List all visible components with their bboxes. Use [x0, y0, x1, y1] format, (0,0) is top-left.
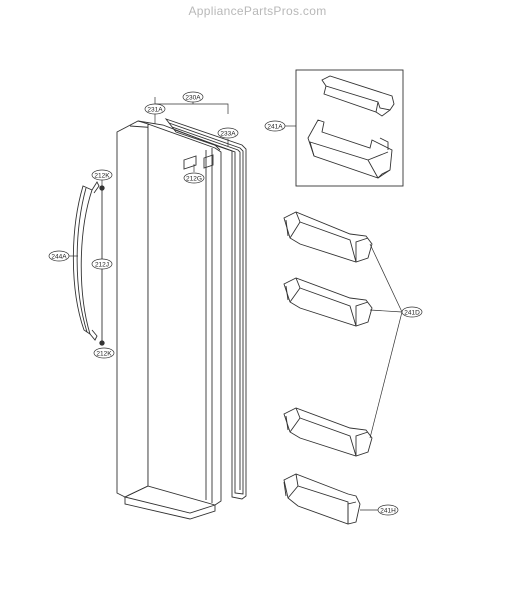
callout-241D: 241D — [401, 306, 423, 318]
callout-241D-label: 241D — [404, 309, 420, 316]
screw-bottom — [99, 336, 105, 346]
bin-cover — [321, 75, 395, 117]
small-door-bin — [283, 473, 361, 525]
screw-top — [99, 185, 105, 196]
callout-212G-label: 212G — [186, 175, 202, 182]
callout-212K-bottom-label: 212K — [96, 350, 112, 357]
door-bin-2 — [283, 277, 373, 327]
callout-230A-label: 230A — [185, 94, 201, 101]
callout-212G: 212G — [183, 172, 205, 184]
door-panel — [116, 120, 222, 520]
callout-244A: 244A — [48, 250, 70, 262]
dairy-bin — [307, 119, 393, 179]
callout-241A: 241A — [264, 120, 286, 132]
callout-212J-label: 212J — [95, 261, 109, 268]
callout-233A: 233A — [217, 127, 239, 139]
watermark: AppliancePartsPros.com — [188, 4, 327, 18]
callout-212K-top-label: 212K — [94, 172, 110, 179]
callout-231A-label: 231A — [147, 106, 163, 113]
callout-212K-bottom: 212K — [93, 347, 115, 359]
callout-241H-label: 241H — [380, 507, 396, 514]
callout-241H: 241H — [377, 504, 399, 516]
callout-230A: 230A — [182, 91, 204, 103]
door-gasket — [164, 118, 247, 500]
callout-244A-label: 244A — [51, 253, 67, 260]
callout-212J: 212J — [91, 258, 113, 270]
callout-233A-label: 233A — [220, 130, 236, 137]
door-handle — [72, 181, 100, 341]
callout-231A: 231A — [144, 103, 166, 115]
callout-241A-label: 241A — [267, 123, 283, 130]
callout-212K-top: 212K — [91, 169, 113, 181]
door-bin-1 — [283, 211, 373, 263]
door-bin-3 — [283, 407, 373, 457]
bin-group-box — [295, 69, 404, 187]
